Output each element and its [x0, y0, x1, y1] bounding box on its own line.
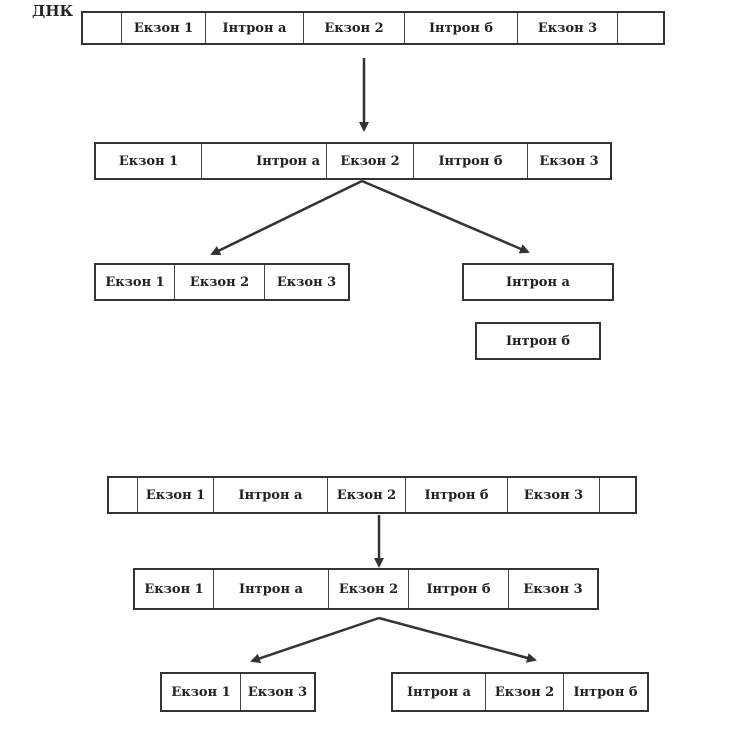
intron-b: Інтрон б	[408, 570, 508, 608]
dna-strip-2: Екзон 1 Інтрон а Екзон 2 Інтрон б Екзон …	[107, 476, 637, 514]
exon-2: Екзон 2	[327, 478, 405, 512]
intron-b: Інтрон б	[563, 674, 647, 710]
exon-1: Екзон 1	[144, 581, 204, 597]
exon-1: Екзон 1	[171, 684, 231, 700]
intron-a: Інтрон а	[213, 570, 328, 608]
exon-3: Екзон 3	[507, 478, 599, 512]
intron-a: Інтрон а	[201, 144, 326, 178]
exon-3: Екзон 3	[264, 265, 348, 299]
excised-intron-b: Інтрон б	[475, 322, 601, 360]
flank-right	[599, 478, 635, 512]
mrna-exons-2: Екзон 1 Екзон 3	[160, 672, 316, 712]
arrow-left-2	[250, 616, 380, 664]
intron-b: Інтрон б	[413, 144, 527, 178]
exon-2: Екзон 2	[328, 570, 408, 608]
excised-segment-2: Інтрон а Екзон 2 Інтрон б	[391, 672, 649, 712]
exon-2: Екзон 2	[303, 13, 404, 43]
exon-3: Екзон 3	[527, 144, 610, 178]
exon-3: Екзон 3	[240, 674, 314, 710]
arrow-right-1	[361, 179, 530, 254]
pre-mrna-strip-1: Екзон 1 Інтрон а Екзон 2 Інтрон б Екзон …	[94, 142, 612, 180]
intron-a: Інтрон а	[407, 684, 471, 700]
intron-a: Інтрон а	[506, 274, 570, 290]
intron-b: Інтрон б	[405, 478, 507, 512]
excised-intron-a: Інтрон а	[462, 263, 614, 301]
pre-mrna-strip-2: Екзон 1 Інтрон а Екзон 2 Інтрон б Екзон …	[133, 568, 599, 610]
flank-right	[617, 13, 663, 43]
intron-b: Інтрон б	[505, 333, 571, 349]
exon-3: Екзон 3	[508, 570, 597, 608]
exon-1: Екзон 1	[137, 478, 213, 512]
exon-2: Екзон 2	[326, 144, 413, 178]
exon-3: Екзон 3	[517, 13, 617, 43]
exon-2: Екзон 2	[174, 265, 264, 299]
arrow-right-2	[378, 616, 537, 663]
exon-2: Екзон 2	[485, 674, 563, 710]
mrna-exons-1: Екзон 1 Екзон 2 Екзон 3	[94, 263, 350, 301]
exon-1: Екзон 1	[121, 13, 205, 43]
intron-a: Інтрон а	[213, 478, 327, 512]
exon-1: Екзон 1	[105, 274, 165, 290]
dna-strip-1: Екзон 1 Інтрон а Екзон 2 Інтрон б Екзон …	[81, 11, 665, 45]
intron-b: Інтрон б	[404, 13, 517, 43]
exon-1: Екзон 1	[118, 153, 179, 169]
arrow-left-1	[210, 179, 363, 256]
dna-label: ДНК	[32, 2, 74, 20]
intron-a: Інтрон а	[205, 13, 303, 43]
